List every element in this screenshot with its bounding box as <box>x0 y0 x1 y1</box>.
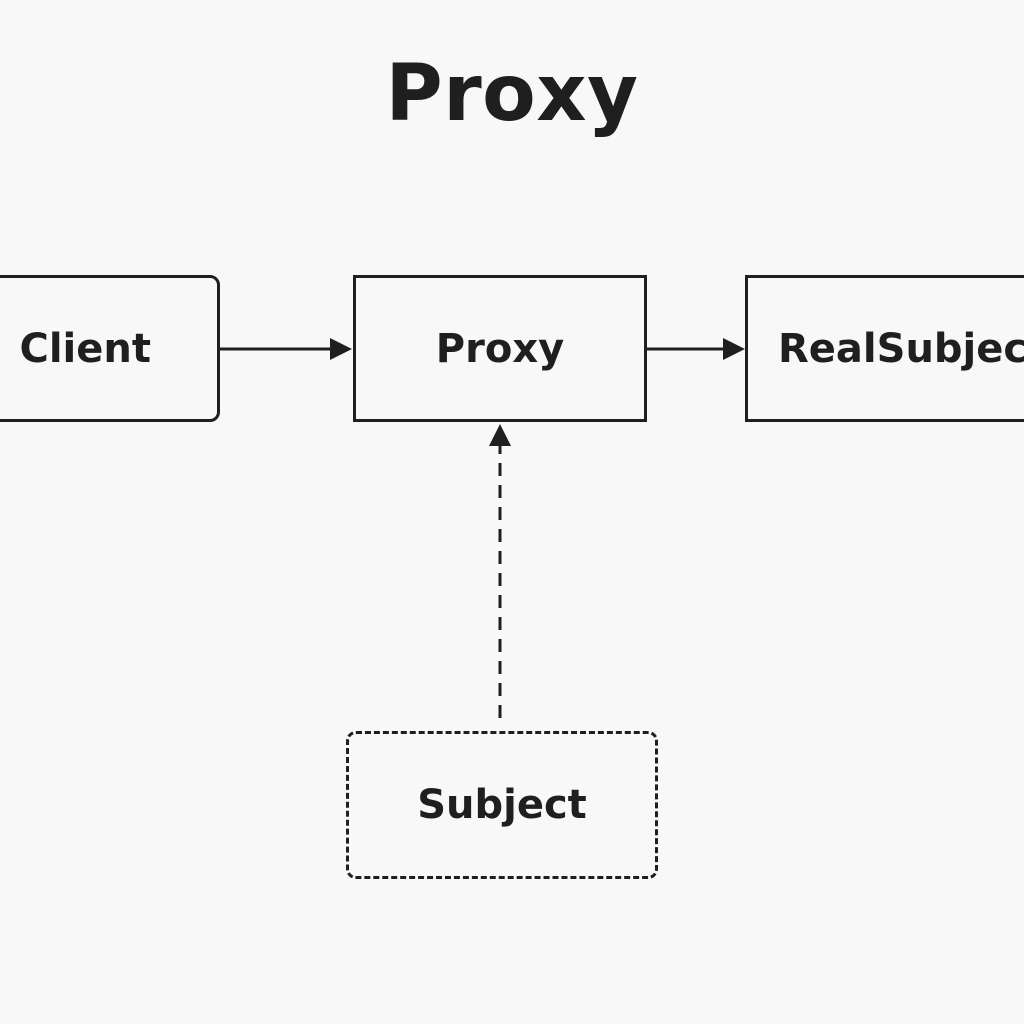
edge-subject-to-proxy <box>489 424 511 718</box>
realsubject-label: RealSubject <box>778 325 1024 372</box>
client-node: Client <box>0 275 220 422</box>
edge-client-to-proxy <box>220 338 352 360</box>
proxy-node: Proxy <box>353 275 647 422</box>
diagram-title: Proxy <box>385 49 639 139</box>
arrowhead-icon <box>489 424 511 446</box>
client-label: Client <box>19 325 151 372</box>
arrowhead-icon <box>330 338 352 360</box>
edge-proxy-to-realsubject <box>647 338 745 360</box>
arrowhead-icon <box>723 338 745 360</box>
subject-label: Subject <box>417 782 587 828</box>
proxy-label: Proxy <box>435 325 565 372</box>
subject-node: Subject <box>346 731 658 879</box>
realsubject-node: RealSubject <box>745 275 1024 422</box>
